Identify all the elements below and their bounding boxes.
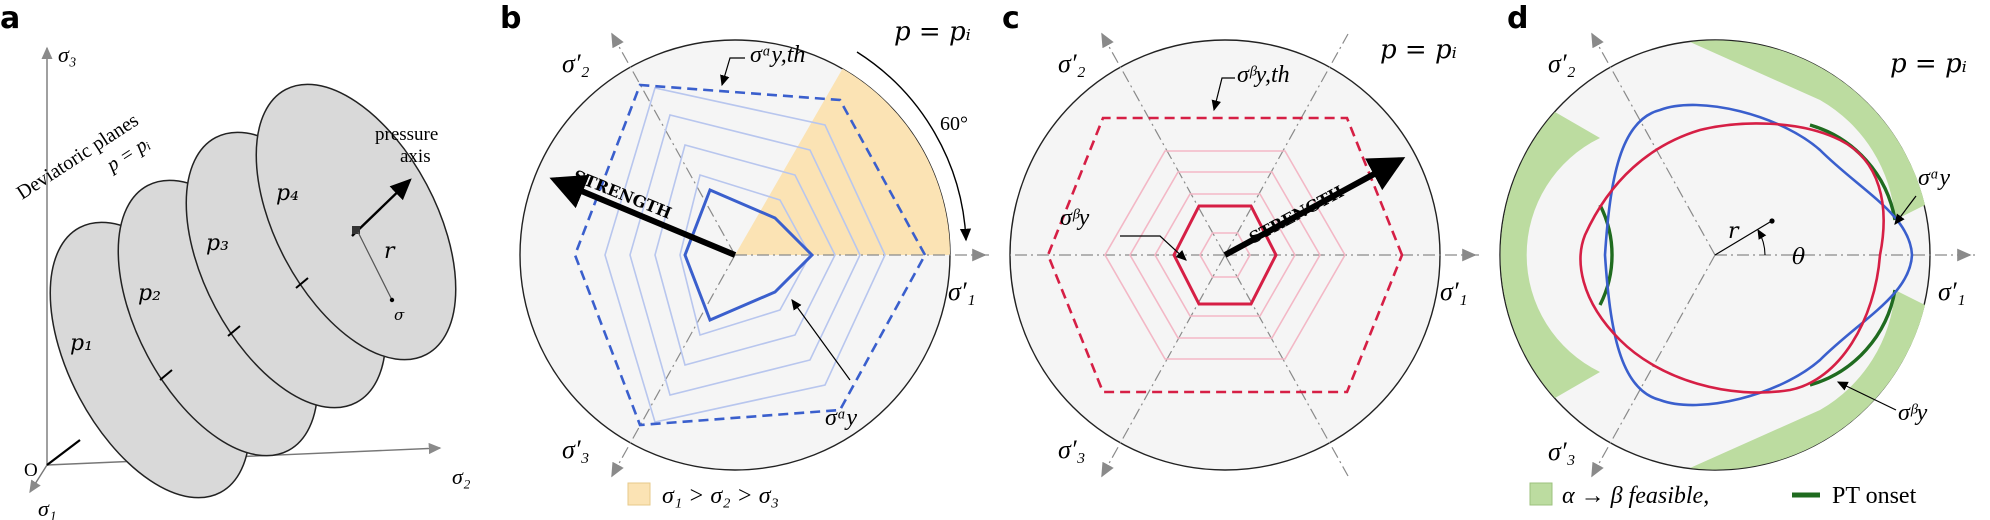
plane-p4 bbox=[255, 83, 457, 361]
threshold-surface-beta bbox=[1046, 116, 1404, 394]
r-label-a: r bbox=[384, 239, 396, 264]
s2-label-d: σ′₂ bbox=[1548, 49, 1576, 78]
panel-letter-d: d bbox=[1507, 1, 1528, 36]
pressure-label-b: p = pᵢ bbox=[894, 17, 971, 47]
sigma3-label: σ₃ bbox=[58, 42, 77, 67]
legend-label-b: σ₁ > σ₂ > σ₃ bbox=[662, 483, 779, 509]
s3-label-d: σ′₃ bbox=[1548, 437, 1576, 466]
pressure-label-d: p = pᵢ bbox=[1890, 49, 1967, 79]
panel-letter-a: a bbox=[0, 1, 20, 36]
panel-c: c STRENGTH p = pᵢ σ′₁ σ′₂ σ′₃ σᵝy,th σᵝy bbox=[1002, 1, 1480, 478]
threshold-label-c: σᵝy,th bbox=[1237, 62, 1290, 88]
panel-letter-c: c bbox=[1002, 1, 1020, 36]
yield-label-b: σᵅy bbox=[825, 405, 857, 431]
legend-swatch-b bbox=[627, 482, 651, 506]
theta-arc bbox=[1757, 229, 1767, 256]
yield-surface-alpha-d bbox=[1603, 103, 1914, 407]
yield-leader-b bbox=[791, 299, 851, 381]
threshold-leader-b bbox=[720, 57, 745, 87]
strength-arrow-b bbox=[549, 174, 737, 258]
s1-label-c: σ′₁ bbox=[1440, 277, 1468, 306]
arrow-s3-b bbox=[611, 461, 624, 478]
axis-s3-b bbox=[611, 254, 736, 477]
r-point-d bbox=[1769, 218, 1775, 224]
axis-s2-b bbox=[611, 33, 736, 256]
arrow-s3-c bbox=[1101, 461, 1114, 478]
legend-onset-label: PT onset bbox=[1832, 483, 1917, 509]
axis-s2-d bbox=[1591, 33, 1716, 256]
axis-s3-c bbox=[1101, 254, 1226, 477]
origin-label: O bbox=[24, 460, 38, 481]
yield-beta-label-d: σᵝy bbox=[1898, 400, 1928, 426]
yield-surface-beta-d bbox=[1579, 122, 1885, 394]
pressure-label-c: p = pᵢ bbox=[1380, 35, 1457, 65]
strength-arrow-c bbox=[1223, 157, 1406, 258]
label-p1: p₁ bbox=[70, 331, 93, 356]
yield-label-c: σᵝy bbox=[1060, 205, 1090, 231]
feasible-regions bbox=[1500, 40, 1925, 470]
pressure-axis-segment bbox=[46, 439, 81, 466]
sigma1-axis bbox=[29, 464, 48, 494]
pressure-axis-label-2: axis bbox=[400, 146, 431, 167]
yield-alpha-label-d: σᵅy bbox=[1918, 165, 1950, 191]
tick-p2 bbox=[227, 325, 241, 337]
arrow-s2-d bbox=[1591, 32, 1604, 49]
s3-label-c: σ′₃ bbox=[1058, 435, 1086, 464]
yield-beta-leader-d bbox=[1836, 381, 1897, 411]
s1-label-b: σ′₁ bbox=[948, 277, 976, 306]
legend-swatch-feasible bbox=[1529, 482, 1553, 506]
legend-feasible-label: α → β feasible, bbox=[1562, 483, 1709, 509]
panel-letter-b: b bbox=[500, 1, 521, 36]
yield-alpha-leader-d bbox=[1894, 195, 1917, 225]
right-angle-marker bbox=[352, 226, 360, 234]
panel-d: d r θ p = pᵢ σ′₁ σ′₂ σ′₃ bbox=[1499, 1, 1975, 509]
nested-contours-b bbox=[604, 87, 886, 423]
label-p2: p₂ bbox=[138, 281, 161, 306]
axis-neg-s3-c bbox=[1224, 33, 1349, 256]
s2-label-b: σ′₂ bbox=[562, 49, 590, 78]
pressure-axis-arrow bbox=[351, 178, 412, 237]
sigma-point-label: σ bbox=[394, 306, 405, 324]
axis-s2-c bbox=[1101, 33, 1226, 256]
panel-b: b STRENGTH 60° p = pᵢ σ′₁ σ′₂ σ′₃ bbox=[500, 1, 990, 509]
stress-point bbox=[389, 297, 395, 303]
pressure-axis-label-1: pressure bbox=[375, 124, 438, 145]
radius-line bbox=[357, 231, 393, 301]
axis-neg-s2-c bbox=[1224, 254, 1349, 477]
tick-p3 bbox=[295, 277, 309, 289]
r-label-d: r bbox=[1728, 219, 1740, 244]
label-p3: p₃ bbox=[206, 231, 229, 256]
yield-surface-beta bbox=[1172, 204, 1278, 306]
yield-surface-alpha bbox=[683, 188, 815, 322]
panel-a: a σ₃ σ₂ σ₁ O p₁ p₂ p₃ p₄ Deviatoric p bbox=[0, 1, 471, 520]
sigma2-label: σ₂ bbox=[452, 464, 471, 489]
r-line-d bbox=[1714, 221, 1771, 256]
theta-label: θ bbox=[1792, 245, 1805, 270]
arrow-s2-c bbox=[1101, 32, 1114, 49]
nested-contours-c bbox=[1104, 150, 1346, 360]
arrow-s2-b bbox=[611, 32, 624, 49]
s3-label-b: σ′₃ bbox=[562, 435, 590, 464]
sigma1-label: σ₁ bbox=[38, 496, 57, 520]
angle-arc bbox=[856, 51, 972, 242]
threshold-label-b: σᵅy,th bbox=[750, 42, 805, 68]
tick-p1 bbox=[159, 369, 173, 381]
threshold-surface-alpha bbox=[573, 83, 927, 427]
angle-label: 60° bbox=[940, 113, 968, 135]
label-p4: p₄ bbox=[276, 181, 299, 206]
arrow-s3-d bbox=[1591, 461, 1604, 478]
s1-label-d: σ′₁ bbox=[1938, 277, 1966, 306]
yield-leader-c bbox=[1120, 235, 1187, 261]
s2-label-c: σ′₂ bbox=[1058, 49, 1086, 78]
threshold-leader-c bbox=[1211, 77, 1235, 112]
